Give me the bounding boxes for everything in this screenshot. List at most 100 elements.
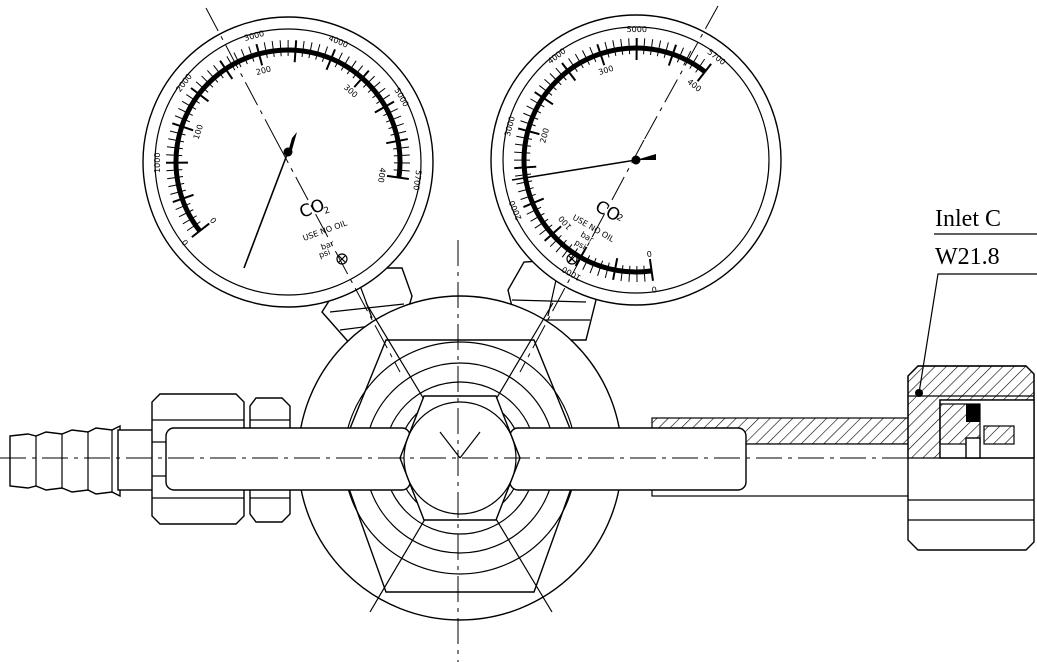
gauge-tick	[696, 63, 712, 82]
gauge-tick	[372, 87, 386, 99]
callout-leader	[918, 273, 1037, 394]
gauge-tick	[516, 180, 533, 185]
gauge-psi-label: 5000	[627, 25, 647, 34]
gauge-tick	[514, 151, 531, 154]
gauge-tick	[186, 94, 200, 104]
gauge-psi-label: 0	[180, 238, 190, 248]
gauge-bar-label: 0	[208, 215, 218, 225]
gauge-tick	[388, 123, 404, 130]
gauge-tick	[367, 81, 381, 93]
gauge-tick	[612, 258, 619, 281]
gauge-tick	[604, 41, 610, 58]
gauge-tick	[248, 46, 255, 62]
gauge-tick	[201, 75, 214, 88]
gauge-tick	[568, 58, 578, 72]
gauge-tick	[628, 38, 631, 55]
gauge-tick	[168, 182, 185, 188]
gauge-tick	[340, 56, 350, 71]
gauge-tick	[362, 75, 376, 88]
gauge-tick	[582, 255, 591, 270]
gauge-tick	[549, 73, 562, 86]
gauge-tick	[171, 122, 194, 132]
gauge-tick	[167, 176, 184, 180]
gauge-tick	[352, 65, 364, 79]
gauge-tick	[514, 143, 531, 147]
gauge-tick	[515, 173, 531, 177]
left-gauge-needle	[243, 151, 289, 269]
gauge-tick	[539, 224, 553, 236]
gauge-tick	[663, 42, 669, 58]
center-hex-nut	[399, 395, 521, 521]
gauge-tick	[181, 100, 197, 110]
left-gauge-unit-bar: bar	[320, 239, 336, 252]
gauge-tick	[582, 50, 590, 65]
gauge-tick	[517, 127, 540, 136]
gauge-tick	[169, 130, 186, 136]
left-gauge-scale	[165, 39, 411, 238]
gauge-tick	[346, 60, 357, 75]
gauge-tick	[683, 50, 692, 66]
inlet-callout: Inlet C W21.8	[934, 206, 1037, 270]
gauge-bar-label: 0	[646, 249, 652, 259]
gauge-tick	[526, 206, 542, 215]
gauge-tick	[620, 38, 624, 55]
gauge-tick	[628, 265, 631, 282]
right-gauge-gas-sub: 2	[615, 213, 625, 225]
left-gauge-hub	[283, 147, 293, 157]
gauge-tick	[279, 40, 282, 57]
gauge-tick	[308, 42, 313, 59]
gauge-bar-label: 400	[376, 167, 387, 183]
gauge-tick	[219, 60, 234, 80]
gauge-tick	[534, 218, 549, 229]
gauge-tick	[393, 169, 410, 172]
gauge-tick	[374, 100, 395, 114]
gauge-tick	[561, 244, 573, 258]
gauge-tick	[604, 262, 610, 279]
callout-line1: Inlet C	[935, 206, 1001, 232]
gauge-tick	[643, 38, 646, 55]
gauge-tick	[233, 52, 242, 68]
left-gauge-gas-sub: 2	[323, 205, 332, 216]
gauge-tick	[213, 65, 224, 79]
gauge-tick	[695, 58, 706, 73]
gauge-tick	[676, 47, 684, 63]
gauge-tick	[178, 209, 194, 218]
gauge-tick	[190, 87, 210, 103]
gauge-tick	[168, 138, 185, 143]
gauge-tick	[393, 154, 410, 157]
gauge-tick	[172, 193, 194, 203]
gauge-tick	[523, 112, 539, 120]
gauge-tick	[255, 43, 264, 66]
gauge-tick	[315, 44, 321, 60]
gauge-tick	[574, 53, 584, 69]
gauge-tick	[561, 62, 577, 82]
gauge-bar-label: 200	[538, 127, 551, 144]
gauge-tick	[393, 146, 410, 150]
gauge-tick	[589, 46, 597, 63]
gauge-tick	[539, 85, 553, 96]
gauge-psi-label: 5700	[411, 169, 423, 190]
gauge-tick	[166, 146, 183, 150]
gauge-tick	[166, 154, 183, 157]
gauge-tick	[386, 174, 409, 180]
gauge-tick	[596, 43, 606, 66]
gauge-tick	[667, 44, 677, 66]
gauge-tick	[543, 225, 562, 242]
center-lines	[0, 5, 1037, 662]
gauge-tick	[166, 169, 183, 172]
gauge-tick	[240, 49, 248, 65]
gauge-tick	[620, 265, 624, 282]
gauge-tick	[376, 94, 391, 105]
gauge-tick	[520, 193, 536, 200]
gauge-tick	[186, 221, 201, 232]
gauge-tick	[182, 215, 197, 225]
outlet-hose-barb	[9, 424, 159, 498]
gauge-tick	[293, 40, 298, 63]
gauge-tick	[390, 130, 407, 136]
gauge-tick	[689, 54, 699, 69]
gauge-tick	[612, 40, 617, 57]
gauge-tick	[589, 258, 597, 274]
gauge-tick	[648, 258, 654, 281]
gauge-tick	[523, 197, 545, 208]
